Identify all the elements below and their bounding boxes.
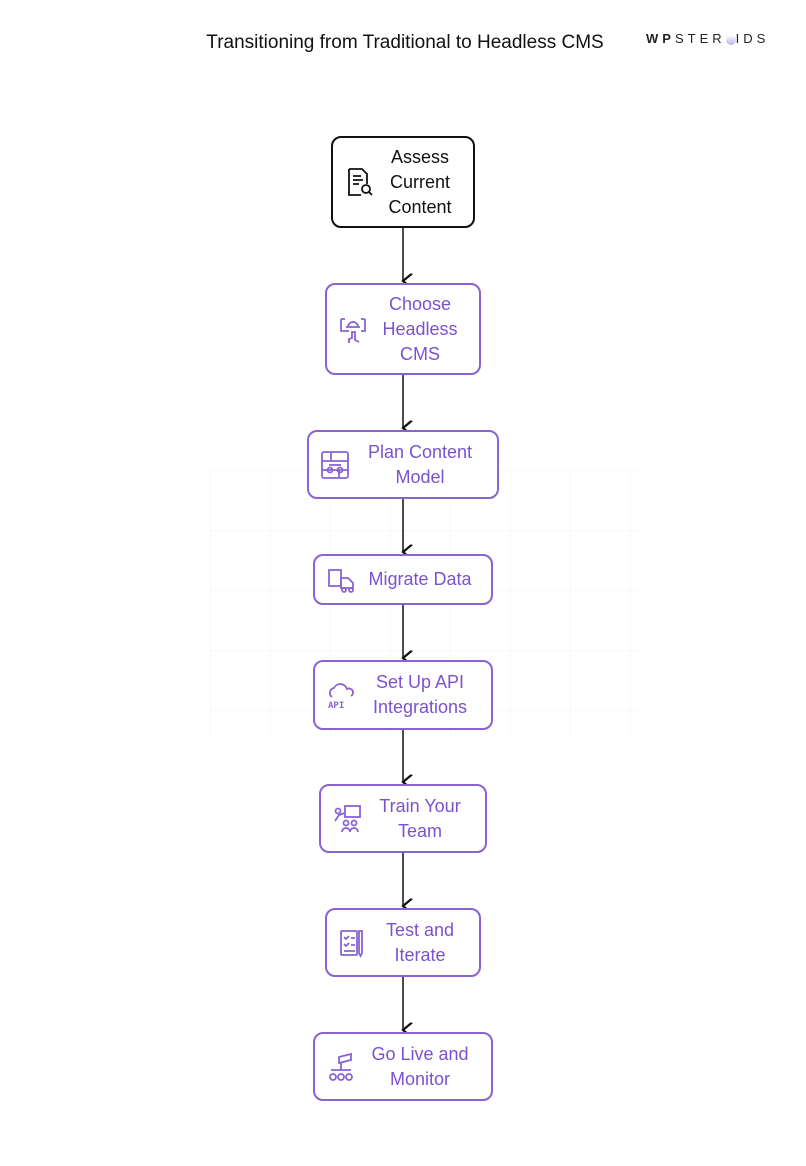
step-choose-headless-cms: Choose Headless CMS [325,283,481,375]
step-plan-content-model: Plan Content Model [307,430,499,499]
step-test-and-iterate: Test and Iterate [325,908,481,977]
rover-icon [329,1052,353,1081]
document-search-icon [348,168,373,196]
step-assess-current-content: Assess Current Content [331,136,475,228]
svg-text:API: API [328,701,344,711]
step-set-up-api-integrations: API Set Up API Integrations [313,660,493,730]
team-training-icon [334,804,361,832]
cloud-api-icon: API [328,683,354,711]
step-go-live-and-monitor: Go Live and Monitor [313,1032,493,1101]
delivery-truck-icon [328,568,354,593]
flowchart-icon [321,450,349,479]
hand-select-icon [340,318,366,343]
diagram-title: Transitioning from Traditional to Headle… [206,32,604,53]
step-train-your-team: Train Your Team [319,784,487,853]
step-migrate-data: Migrate Data [313,554,493,605]
checklist-pen-icon [340,929,363,958]
